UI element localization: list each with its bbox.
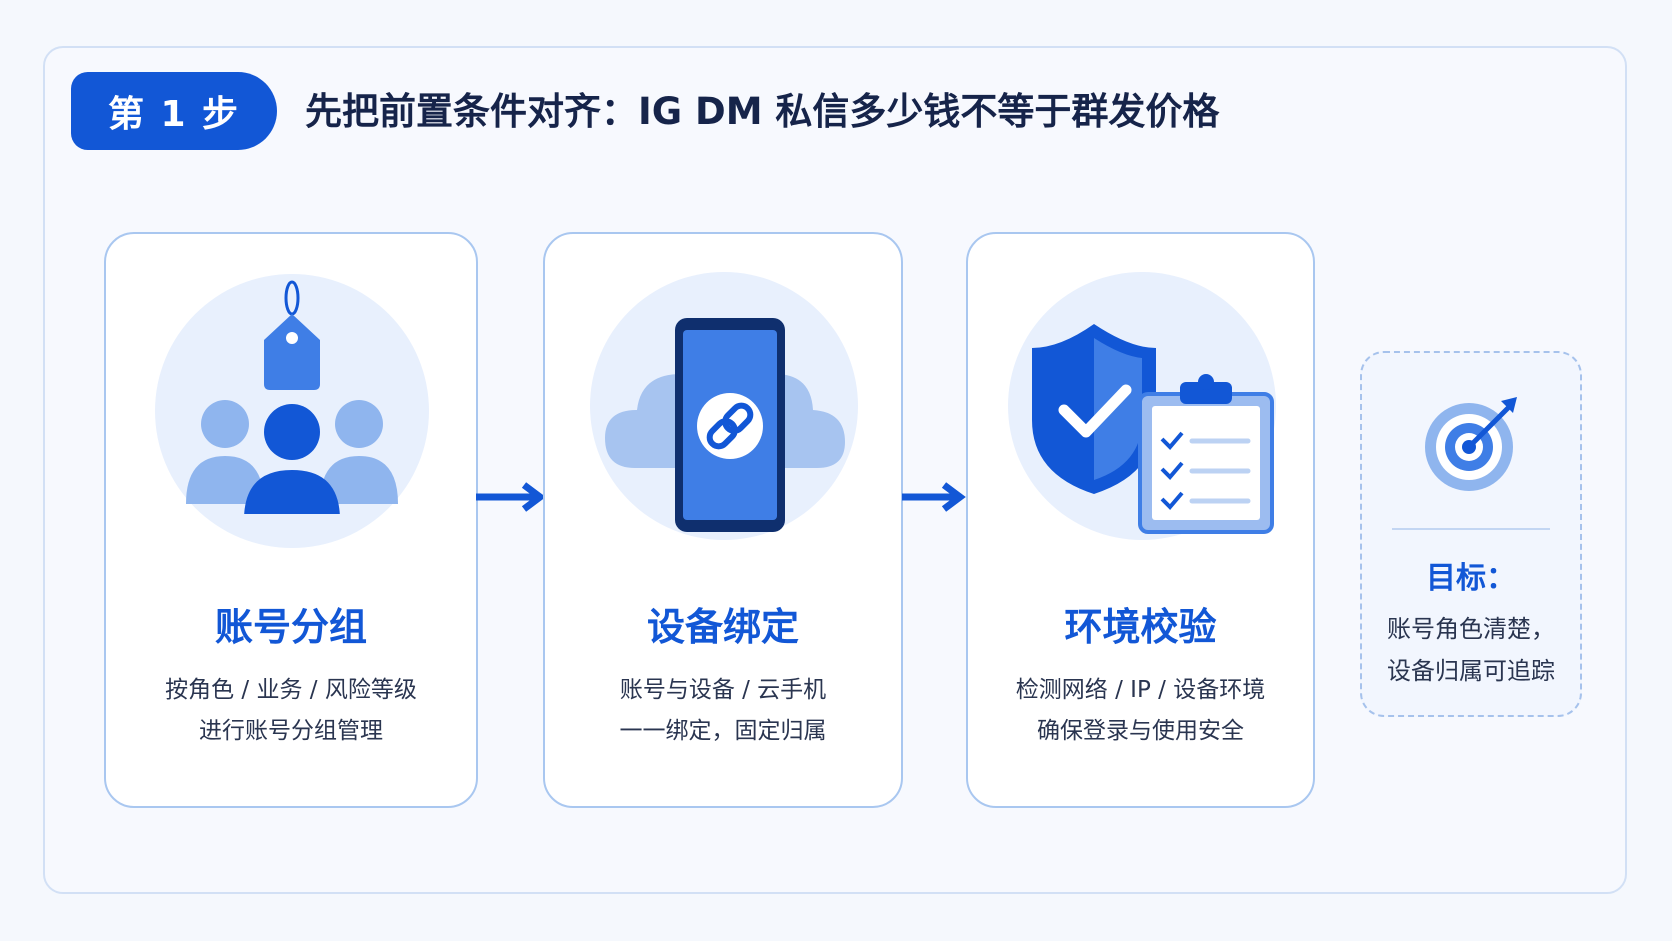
card-title: 账号分组 — [214, 605, 367, 649]
goal-box: 目标： 账号角色清楚， 设备归属可追踪 — [1360, 351, 1582, 717]
shield-checklist-icon — [1032, 324, 1274, 534]
card-title: 设备绑定 — [646, 605, 799, 649]
user-group-tag-icon — [186, 280, 398, 514]
goal-line1: 账号角色清楚， — [1387, 615, 1555, 643]
card-desc-line2: 一一绑定，固定归属 — [619, 718, 827, 744]
step-badge: 第 1 步 — [71, 72, 277, 150]
target-icon — [1425, 397, 1517, 491]
card-device-binding: 设备绑定 账号与设备 / 云手机 一一绑定，固定归属 — [543, 232, 903, 808]
card-desc-line1: 账号与设备 / 云手机 — [619, 677, 827, 703]
card-desc-line1: 按角色 / 业务 / 风险等级 — [165, 677, 417, 703]
goal-divider — [1392, 528, 1550, 530]
card-environment-check: 环境校验 检测网络 / IP / 设备环境 确保登录与使用安全 — [966, 232, 1315, 808]
card-desc-line2: 进行账号分组管理 — [199, 718, 383, 744]
card-account-grouping: 账号分组 按角色 / 业务 / 风险等级 进行账号分组管理 — [104, 232, 478, 808]
card-title: 环境校验 — [1064, 605, 1217, 649]
cloud-phone-link-icon — [605, 318, 845, 532]
goal-label: 目标： — [1426, 561, 1516, 596]
arrow-right-icon — [476, 482, 546, 512]
arrow-right-icon — [902, 482, 966, 512]
card-desc-line2: 确保登录与使用安全 — [1037, 718, 1244, 744]
goal-line2: 设备归属可追踪 — [1387, 657, 1555, 685]
card-desc-line1: 检测网络 / IP / 设备环境 — [1015, 677, 1266, 703]
page-title: 先把前置条件对齐：IG DM 私信多少钱不等于群发价格 — [305, 90, 1220, 133]
